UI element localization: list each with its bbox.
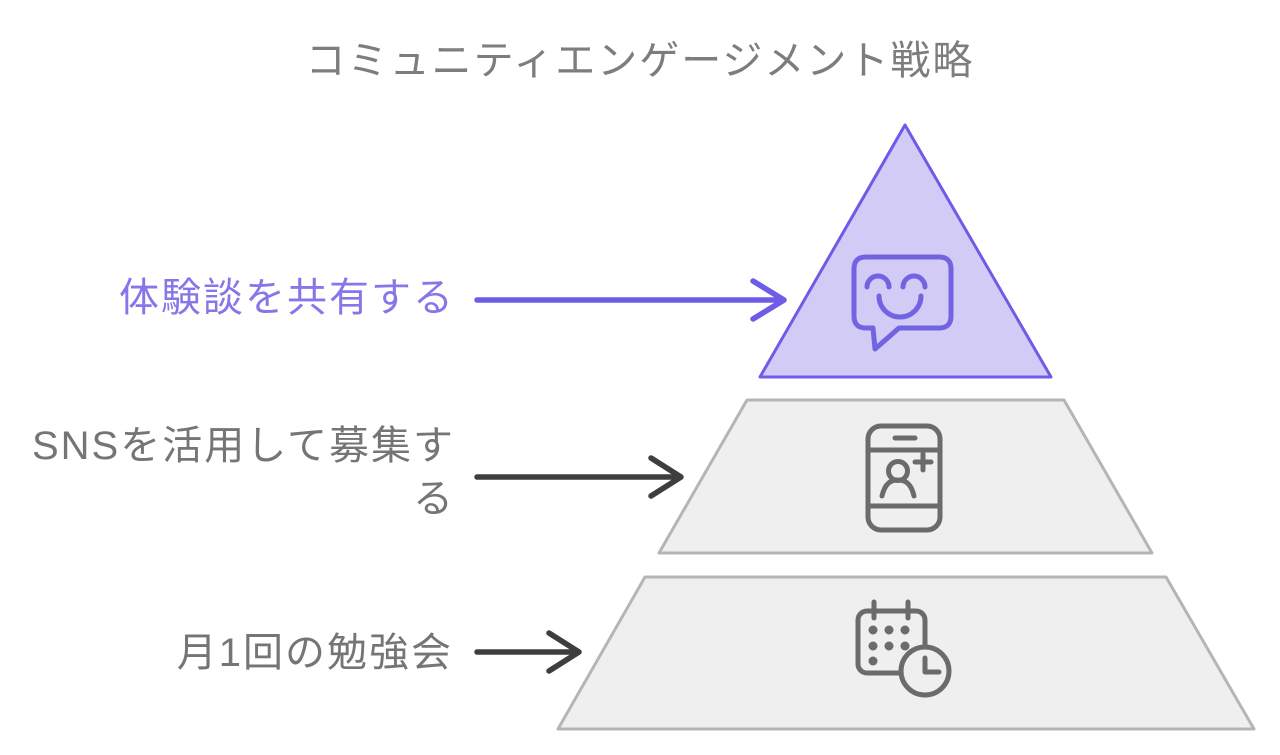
calendar-clock-icon [855, 599, 952, 698]
level-label-middle: SNSを活用して募集する [31, 424, 455, 521]
speech-bubble-smile-icon [851, 254, 954, 352]
diagram-title: コミュニティエンゲージメント戦略 [305, 39, 975, 83]
pyramid-tier-top [758, 123, 1053, 379]
arrow-to-middle-tier [474, 455, 684, 499]
level-label-top: 体験談を共有する [119, 276, 455, 320]
level-label-bottom: 月1回の勉強会 [176, 631, 453, 675]
calendar-day-dots [868, 625, 910, 666]
phone-add-user-icon [865, 423, 943, 533]
arrow-to-bottom-tier [474, 630, 582, 674]
arrow-to-top-tier [474, 278, 787, 322]
